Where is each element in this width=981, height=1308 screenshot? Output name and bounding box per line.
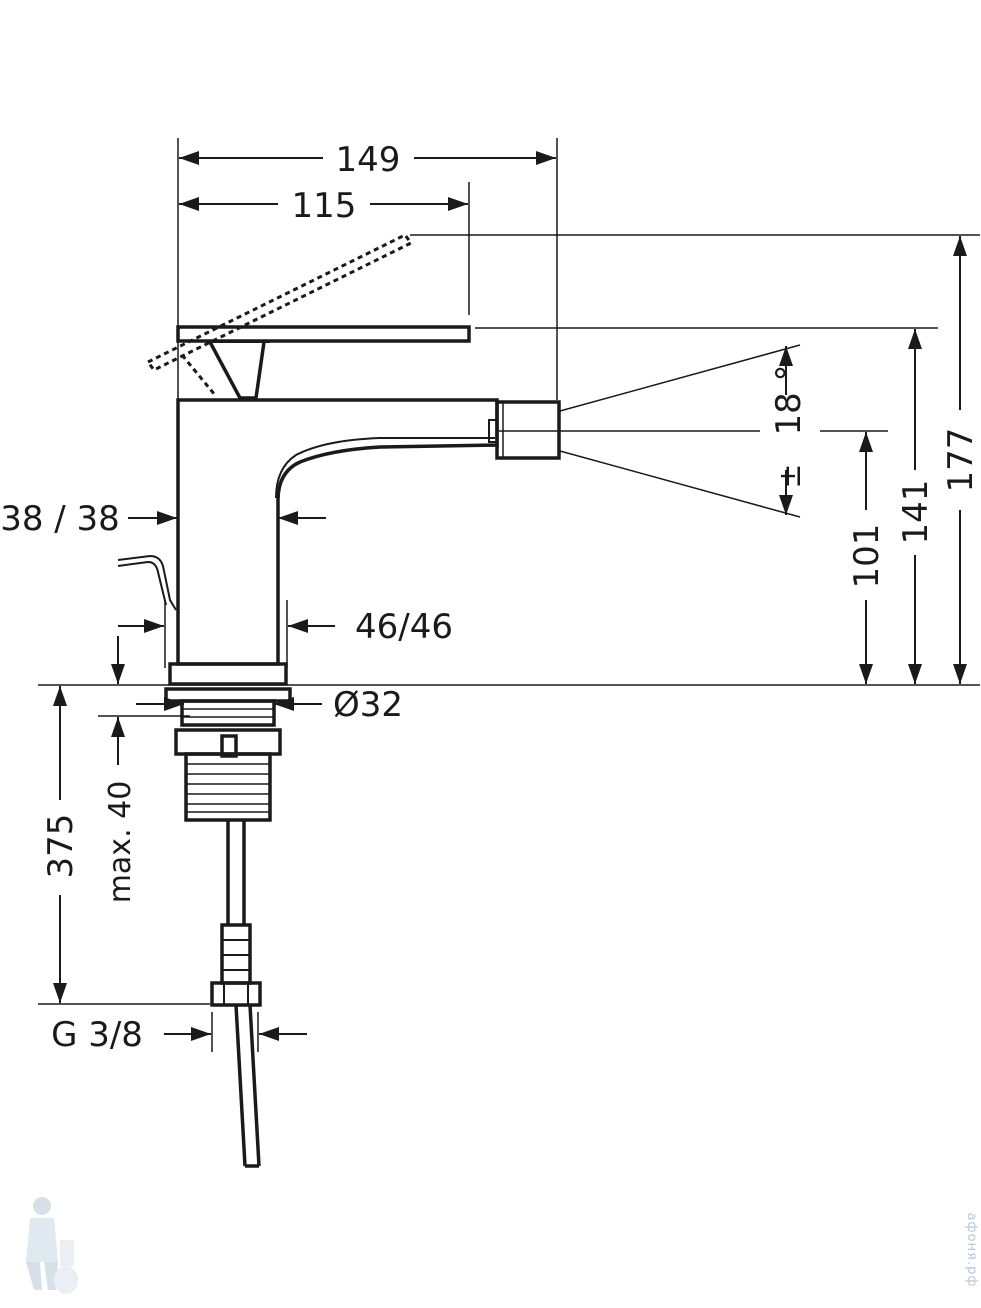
dim-label-101: 101: [847, 524, 887, 589]
faucet-body: [117, 233, 561, 686]
dimension-38-38: 38 / 38: [0, 499, 326, 539]
dimension-101: 101: [847, 432, 887, 684]
dimension-115: 115: [179, 186, 468, 226]
dim-label-diameter: Ø32: [333, 685, 403, 725]
dimension-177: 177: [941, 236, 981, 684]
dim-label-177: 177: [941, 428, 981, 493]
dimension-max-40: max. 40: [103, 636, 138, 903]
dimension-thread: G 3/8: [51, 1015, 307, 1055]
dim-label-max-40: max. 40: [103, 781, 138, 904]
dimension-diameter: Ø32: [136, 685, 403, 725]
extension-lines: [38, 138, 980, 1052]
watermark-logo: [26, 1197, 78, 1294]
dim-label-115: 115: [292, 186, 357, 226]
angle-dimension: 18 ° ±: [559, 344, 809, 518]
watermark-text: афоня.рф: [964, 1213, 979, 1288]
dim-label-149: 149: [336, 140, 401, 180]
dim-label-375: 375: [41, 814, 81, 879]
dimension-375: 375: [41, 686, 81, 1003]
dimension-141: 141: [896, 329, 936, 684]
dim-label-angle-prefix: ±: [773, 463, 808, 488]
dim-label-141: 141: [896, 480, 936, 545]
dim-label-38-38: 38 / 38: [0, 499, 120, 539]
dimension-149: 149: [179, 140, 556, 180]
dim-label-thread: G 3/8: [51, 1015, 143, 1055]
dimension-46-46: 46/46: [118, 607, 453, 647]
dim-label-46-46: 46/46: [355, 607, 453, 647]
dim-label-angle: 18 °: [769, 364, 809, 435]
mounting-assembly: [164, 687, 292, 1168]
